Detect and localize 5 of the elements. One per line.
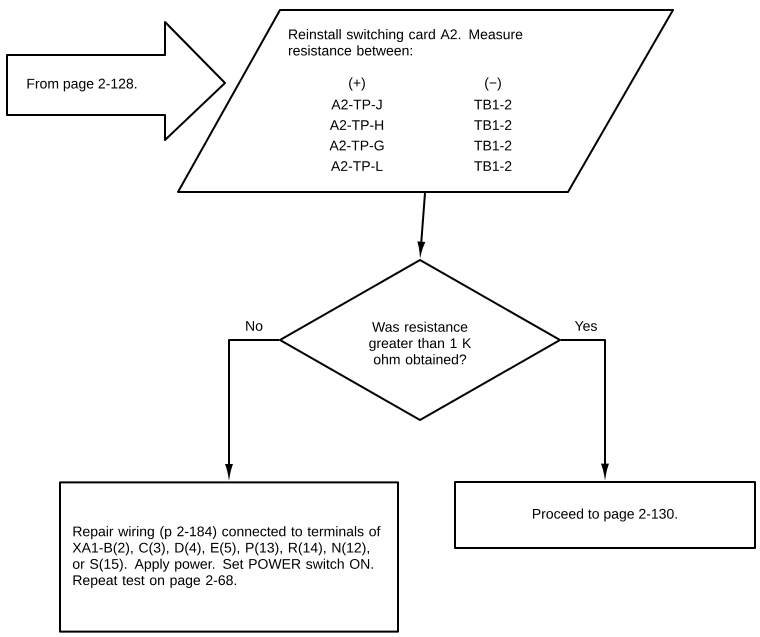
process-box: Repair wiring (p 2-184) connected to terminals of XA1-B(2), C(3), D(4), E(5), P(13), R(14), N(12), or S(15). Apply power. Set POWER switch ON. Repeat test on page 2-68. [59,481,399,633]
process-box: Proceed to page 2-130. [454,481,756,549]
input-parallelogram: Reinstall switching card A2. Measure resistance between: (+) (−) A2-TP-J TB1-2 A2-TP-H TB1-2 A2-TP-G TB1-2 A2-TP-L TB1-2 [177,9,674,193]
edge-label: No [246,321,262,331]
edge-label: Yes [574,321,597,331]
